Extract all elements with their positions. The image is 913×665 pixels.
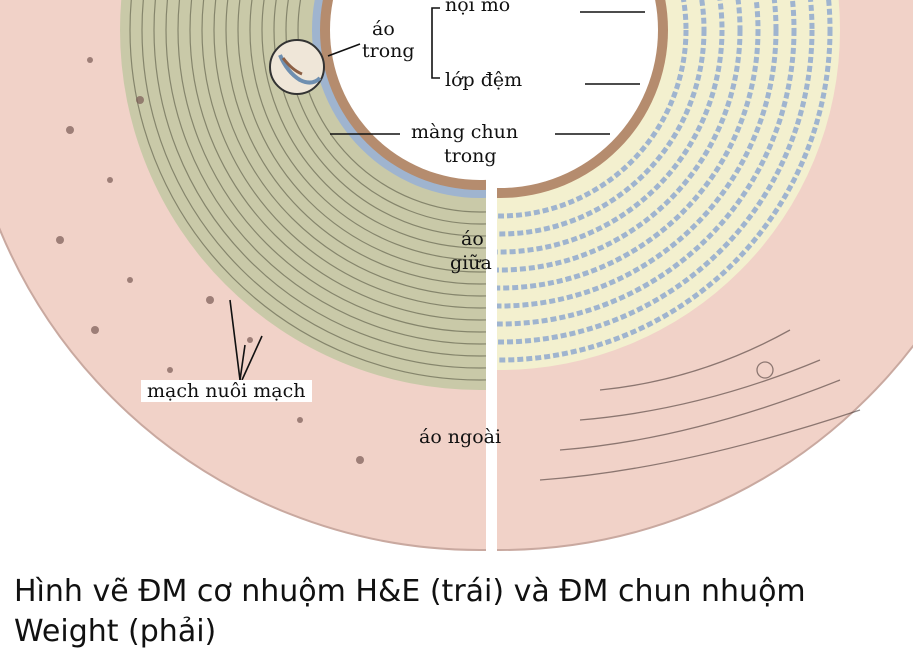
elastic-artery-right: [497, 0, 913, 551]
lumen-left: [330, 0, 486, 180]
label-noi-mo: nội mô: [445, 0, 511, 16]
label-mach-nuoi-mach: mạch nuôi mạch: [141, 380, 312, 402]
label-mang-chun-1: màng chun: [411, 121, 519, 143]
muscular-artery-left: [0, 0, 486, 551]
label-lop-dem: lớp đệm: [445, 69, 523, 91]
center-gap: [486, 170, 497, 560]
label-ao-trong-2: trong: [362, 40, 415, 62]
lumen-right: [497, 0, 658, 188]
caption-line-2: Weight (phải): [14, 614, 217, 649]
label-ao-trong-1: áo: [372, 18, 395, 40]
caption-line-1: Hình vẽ ĐM cơ nhuộm H&E (trái) và ĐM chu…: [14, 574, 806, 609]
magnified-inset: [269, 39, 325, 95]
label-ao-ngoai: áo ngoài: [419, 426, 502, 448]
figure-caption: Hình vẽ ĐM cơ nhuộm H&E (trái) và ĐM chu…: [14, 572, 904, 652]
artery-cross-section-illustration: [0, 0, 913, 560]
label-ao-giua-2: giữa: [450, 252, 492, 274]
label-mang-chun-2: trong: [444, 145, 497, 167]
label-ao-giua-1: áo: [461, 228, 484, 250]
